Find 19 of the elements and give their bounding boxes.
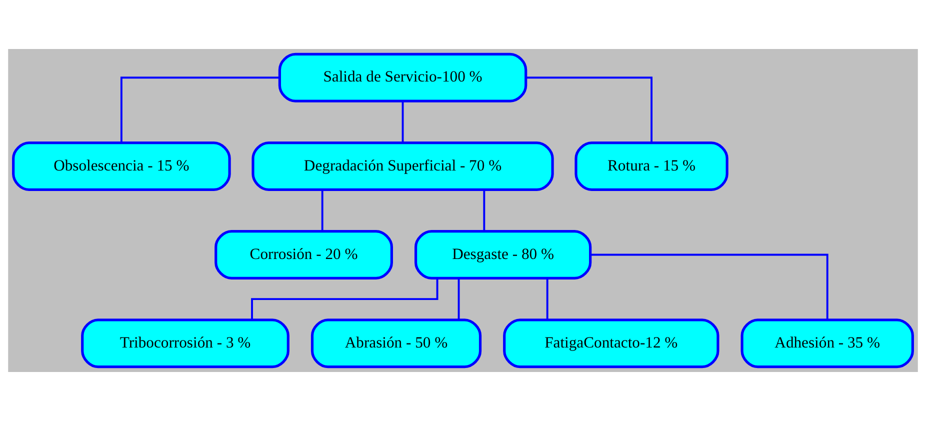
node-box: Tribocorrosión - 3 % <box>81 318 290 368</box>
node-box: Abrasión - 50 % <box>310 318 482 368</box>
node-box: FatigaContacto-12 % <box>503 318 720 368</box>
node-box: Adhesión - 35 % <box>740 318 914 368</box>
connector <box>526 76 652 142</box>
connector <box>321 190 324 231</box>
connector <box>120 76 280 142</box>
node-box: Degradación Superficial - 70 % <box>252 141 554 191</box>
node-box: Obsolescencia - 15 % <box>12 141 231 191</box>
connector <box>251 278 438 320</box>
node-box: Corrosión - 20 % <box>214 230 393 280</box>
node-box: Rotura - 15 % <box>574 141 728 191</box>
connector <box>546 278 548 320</box>
connector <box>402 101 404 142</box>
connector <box>483 190 486 231</box>
connector <box>590 254 828 320</box>
node-box: Desgaste - 80 % <box>414 230 592 280</box>
node-box: Salida de Servicio-100 % <box>278 52 528 102</box>
connector <box>458 278 460 320</box>
